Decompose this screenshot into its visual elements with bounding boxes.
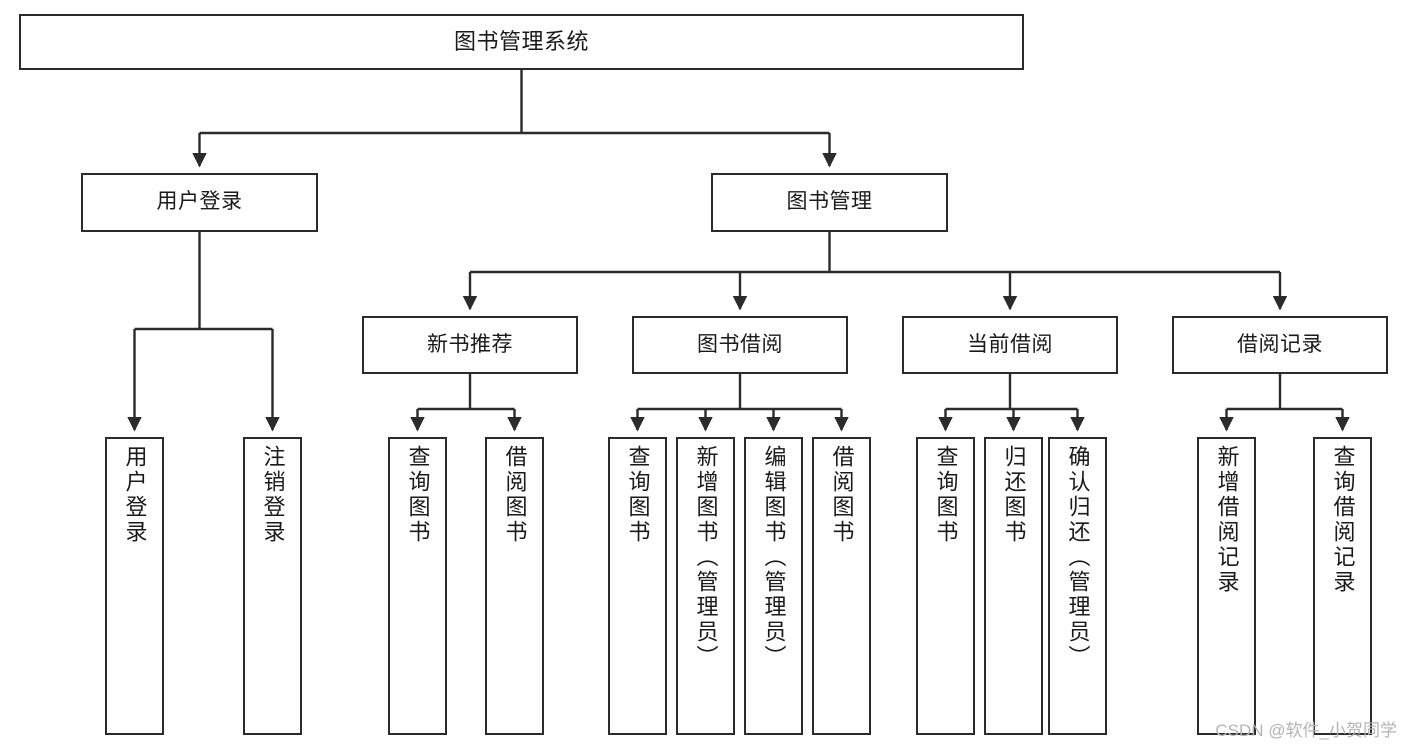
node-leaf-user-logout[interactable]: 注销登录 [243,437,302,735]
node-label: 借阅记录 [1237,332,1323,356]
node-leaf-add-book-admin[interactable]: 新增图书（管理员） [676,437,735,735]
node-label: 查询图书 [625,445,651,545]
node-borrow-record[interactable]: 借阅记录 [1172,316,1388,374]
node-root-system[interactable]: 图书管理系统 [19,14,1024,70]
node-user-login[interactable]: 用户登录 [81,173,318,232]
node-leaf-add-borrow-record[interactable]: 新增借阅记录 [1197,437,1256,735]
node-label: 编辑图书（管理员） [761,445,787,670]
node-leaf-confirm-return-admin[interactable]: 确认归还（管理员） [1048,437,1107,735]
node-leaf-query-book-rec[interactable]: 查询图书 [388,437,447,735]
node-leaf-query-book-current[interactable]: 查询图书 [916,437,975,735]
node-current-borrow[interactable]: 当前借阅 [902,316,1118,374]
node-label: 图书管理 [786,190,873,214]
node-label: 图书管理系统 [453,29,589,55]
node-label: 图书借阅 [697,332,783,356]
node-label: 查询借阅记录 [1330,445,1356,595]
node-book-manage[interactable]: 图书管理 [711,173,948,232]
node-leaf-edit-book-admin[interactable]: 编辑图书（管理员） [744,437,803,735]
node-leaf-return-book[interactable]: 归还图书 [984,437,1043,735]
node-label: 借阅图书 [829,445,855,545]
node-label: 借阅图书 [502,445,528,545]
node-book-borrow[interactable]: 图书借阅 [632,316,848,374]
node-label: 新增图书（管理员） [693,445,719,670]
node-label: 新增借阅记录 [1214,445,1240,595]
node-new-book-rec[interactable]: 新书推荐 [362,316,578,374]
node-leaf-borrow-book-rec[interactable]: 借阅图书 [485,437,544,735]
node-label: 注销登录 [260,445,286,545]
node-label: 查询图书 [933,445,959,545]
node-leaf-query-borrow-record[interactable]: 查询借阅记录 [1313,437,1372,735]
node-label: 确认归还（管理员） [1065,445,1091,670]
node-label: 用户登录 [122,445,148,545]
node-leaf-user-login[interactable]: 用户登录 [105,437,164,735]
node-label: 新书推荐 [427,332,513,356]
node-label: 当前借阅 [967,332,1053,356]
node-label: 归还图书 [1001,445,1027,545]
node-label: 用户登录 [156,190,243,214]
node-leaf-query-book-borrow[interactable]: 查询图书 [608,437,667,735]
node-leaf-borrow-book[interactable]: 借阅图书 [812,437,871,735]
node-label: 查询图书 [405,445,431,545]
csdn-watermark: CSDN @软件_小贺同学 [1215,721,1397,740]
